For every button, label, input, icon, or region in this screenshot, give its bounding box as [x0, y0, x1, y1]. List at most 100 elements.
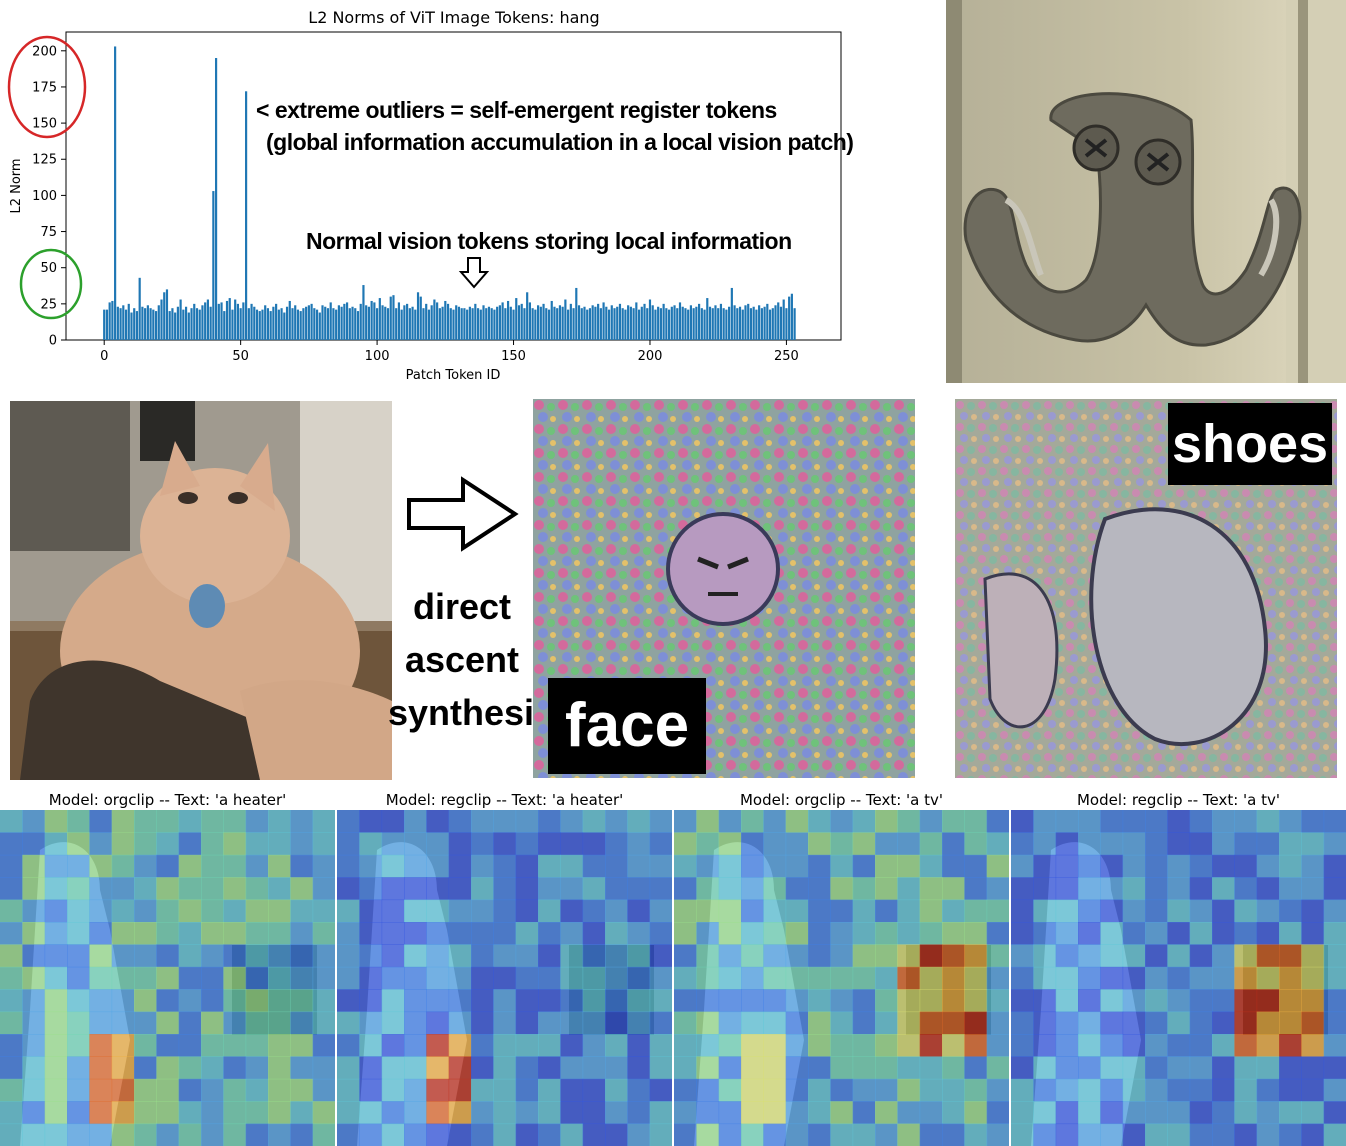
- bar: [567, 309, 570, 340]
- bar: [438, 308, 441, 340]
- bar: [629, 306, 632, 340]
- bar: [367, 306, 370, 340]
- bar: [305, 306, 308, 340]
- bar: [627, 305, 630, 340]
- bar: [621, 308, 624, 340]
- heatmap-regclip-tv: [1011, 810, 1346, 1146]
- normal-annotation: Normal vision tokens storing local infor…: [306, 228, 792, 254]
- bar: [711, 308, 714, 340]
- bar: [515, 298, 518, 340]
- bar: [774, 305, 777, 340]
- bar: [392, 295, 395, 340]
- bar: [646, 308, 649, 340]
- bar: [547, 309, 551, 340]
- bar: [637, 309, 641, 340]
- bar: [689, 305, 693, 340]
- bar: [537, 305, 540, 340]
- bar: [493, 309, 496, 340]
- bar: [782, 299, 785, 340]
- bar: [359, 303, 362, 340]
- cat-on-shoes-photo: [10, 401, 392, 780]
- bar: [187, 312, 190, 340]
- bar: [179, 299, 182, 340]
- bar: [285, 306, 289, 340]
- y-tick-label: 100: [32, 189, 57, 204]
- bar: [419, 296, 422, 340]
- bar: [362, 285, 365, 340]
- bar: [678, 302, 682, 340]
- bar: [717, 308, 720, 340]
- y-tick-label: 50: [40, 261, 57, 276]
- y-tick-label: 200: [32, 44, 57, 59]
- bar: [124, 309, 128, 340]
- bar: [777, 302, 780, 340]
- bar: [692, 308, 695, 340]
- y-axis-label: L2 Norm: [9, 158, 24, 213]
- heatmap-title-2: Model: regclip -- Text: 'a heater': [385, 791, 624, 809]
- bar: [288, 300, 291, 340]
- bar: [220, 302, 223, 340]
- x-tick-label: 200: [638, 349, 663, 364]
- bar: [111, 300, 114, 340]
- synthesis-line1: direct: [412, 586, 512, 627]
- bar: [605, 306, 608, 340]
- bar: [790, 293, 793, 340]
- bar: [766, 303, 769, 340]
- bar: [154, 311, 158, 340]
- bar: [665, 308, 668, 340]
- y-tick-label: 150: [32, 117, 57, 132]
- bar: [687, 309, 690, 340]
- coat-hook-photo: [946, 0, 1346, 383]
- bar: [616, 306, 619, 340]
- chart-title: L2 Norms of ViT Image Tokens: hang: [308, 8, 599, 27]
- bar: [277, 309, 280, 340]
- bar: [228, 298, 231, 340]
- bar: [436, 302, 439, 340]
- bar: [223, 311, 226, 340]
- bar: [657, 306, 660, 340]
- bar: [752, 306, 755, 340]
- x-axis-label: Patch Token ID: [406, 368, 501, 383]
- bar: [531, 308, 534, 340]
- bar: [144, 308, 147, 340]
- bar: [785, 308, 788, 340]
- bar: [307, 305, 310, 340]
- bar: [714, 305, 717, 340]
- bar: [610, 305, 613, 340]
- bar: [247, 308, 250, 340]
- bar: [485, 308, 488, 340]
- heatmap-orgclip-heater: [0, 810, 335, 1146]
- bar: [264, 305, 267, 340]
- bar: [509, 306, 512, 340]
- bar: [556, 308, 559, 340]
- bar: [378, 298, 381, 340]
- bar: [703, 309, 706, 340]
- bar: [231, 309, 234, 340]
- bar: [591, 305, 594, 340]
- heatmap-title-4: Model: regclip -- Text: 'a tv': [1076, 791, 1281, 809]
- bar: [698, 303, 701, 340]
- bar: [174, 312, 177, 340]
- bar: [195, 308, 199, 340]
- bar: [471, 308, 474, 340]
- l2-norm-chart: L2 Norms of ViT Image Tokens: hang 02550…: [7, 8, 854, 383]
- bar: [760, 308, 763, 340]
- bar: [501, 302, 504, 340]
- y-tick-label: 75: [40, 225, 57, 240]
- bar: [498, 305, 501, 340]
- bar: [201, 305, 204, 340]
- bar: [206, 299, 209, 340]
- bar: [755, 309, 758, 340]
- bar: [321, 305, 324, 340]
- bar: [141, 306, 144, 340]
- bar: [381, 305, 384, 340]
- bar: [676, 308, 679, 340]
- synthesis-line2: ascent: [404, 639, 520, 680]
- bar: [542, 303, 545, 340]
- bar: [670, 306, 673, 340]
- bar: [738, 306, 742, 340]
- bar: [280, 308, 283, 340]
- bar: [433, 299, 436, 340]
- y-tick-label: 175: [32, 80, 57, 95]
